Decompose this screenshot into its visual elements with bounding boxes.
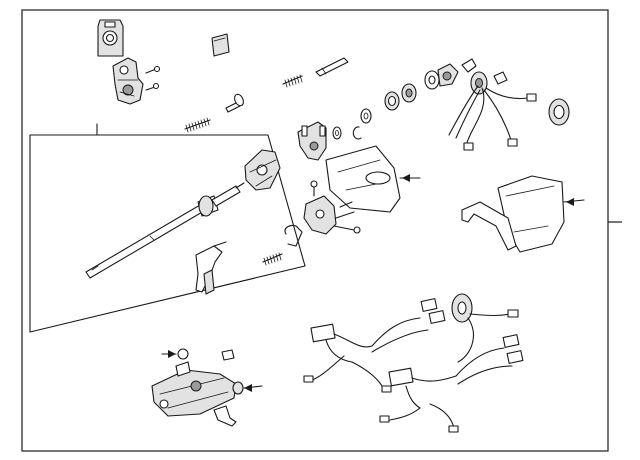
shaft-subassembly-inset [29,123,306,333]
wire-harness-upper [448,85,537,151]
lower-shroud-part [325,145,421,213]
tilt-housing-part [151,361,237,417]
turn-signal-switch-part [303,195,361,235]
small-screw-part [310,180,318,197]
steering-shaft-part [85,149,281,279]
lock-housing-part [97,19,124,57]
wire-harness-lower [303,293,519,393]
pin-rod-part [315,57,349,77]
washer-row-part [332,58,570,140]
screw-pair-part [145,65,161,91]
upper-bracket-part [297,121,327,161]
trim-ring-part [461,201,517,251]
spring-mid-part [184,117,211,133]
shaft-yoke-part [195,241,227,295]
spring-upper-part [282,74,303,88]
diagram-frame [21,9,609,452]
cover-plate-part [211,33,230,57]
wire-harness-lower-2 [379,334,524,433]
lock-bracket-part [112,57,144,105]
bolt-part [225,93,244,113]
bolt-cluster-part [161,348,263,427]
spring-lower-part [262,252,283,266]
retainer-clip-part [284,224,303,247]
